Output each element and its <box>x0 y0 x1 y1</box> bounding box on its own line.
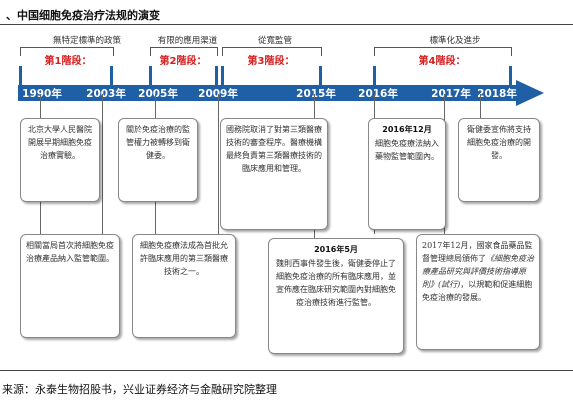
phase-4-description: 標準化及進步 <box>429 36 481 46</box>
event-box-2015: 國務院取消了對第三類醫療技術的審查程序。醫療機構最終負責第三類醫療技術的臨床應用… <box>220 118 328 230</box>
phase-2-description: 有限的應用渠道 <box>157 36 218 46</box>
phase-3-end-tick <box>319 66 322 90</box>
phase-1-label: 第1階段： <box>41 52 95 67</box>
figure-title: 、中国细胞免疫治疗法规的演变 <box>6 9 160 22</box>
event-text-2016-may: 魏則西事件發生後，衛健委停止了細胞免疫治療的所有臨床應用，並宣佈應在臨床研究範圍… <box>276 259 396 307</box>
year-2005: 2005年 <box>138 88 178 100</box>
event-box-2009: 細胞免疫療法成為首批允許臨床應用的第三類醫療技術之一。 <box>132 234 236 338</box>
year-2015: 2015年 <box>296 88 336 100</box>
year-2017: 2017年 <box>431 88 471 100</box>
phase-3-start-tick <box>221 66 224 90</box>
bottom-rule <box>0 370 573 371</box>
event-date-2016-dec: 2016年12月 <box>382 125 432 134</box>
event-box-2005: 關於免疫治療的監管權力被轉移到衛健委。 <box>118 118 198 202</box>
phase-1-start-tick <box>19 66 22 90</box>
phase-2-start-tick <box>149 66 152 90</box>
event-box-2016-dec: 2016年12月 細胞免疫療法納入藥物監管範圍內。 <box>368 118 446 230</box>
phase-1-end-tick <box>110 66 113 90</box>
event-text-2018: 衛健委宣佈將支持細胞免疫治療的開發。 <box>467 125 531 160</box>
phase-4-label: 第4階段： <box>415 52 469 67</box>
connector-2009 <box>218 94 219 234</box>
top-rule <box>0 24 573 25</box>
phase-1-description: 無特定標準的政策 <box>52 36 121 46</box>
year-1990: 1990年 <box>22 88 62 100</box>
phase-4-bracket <box>374 47 512 56</box>
source-note: 来源：永泰生物招股书，兴业证券经济与金融研究院整理 <box>2 383 277 396</box>
phase-2-label: 第2階段： <box>156 52 210 67</box>
phase-3-description: 從寬監管 <box>257 36 292 46</box>
phase-1-bracket <box>20 47 114 56</box>
event-text-2003: 相關當局首次將細胞免疫治療產品納入監管範圍。 <box>26 241 114 263</box>
phase-4-end-tick <box>509 66 512 90</box>
event-text-1990: 北京大學人民醫院開展早期細胞免疫治療實驗。 <box>28 125 92 160</box>
year-2003: 2003年 <box>86 88 126 100</box>
phase-4-start-tick <box>373 66 376 90</box>
event-text-2017-intro: 2017年12月，國家食品藥品監督管理總局頒佈了 <box>422 241 533 263</box>
event-text-2017-guideline: 《細胞免疫治療產品研究與評價技術指導原則》 <box>422 254 534 289</box>
event-box-2003: 相關當局首次將細胞免疫治療產品納入監管範圍。 <box>20 234 120 338</box>
event-box-2018: 衛健委宣佈將支持細胞免疫治療的開發。 <box>458 118 540 202</box>
event-text-2016-dec: 細胞免疫療法納入藥物監管範圍內。 <box>375 139 439 161</box>
event-text-2017-purpose: ，以規範和促進細胞免疫治療的發展。 <box>422 280 533 302</box>
timeline-arrow <box>18 80 544 106</box>
year-2016: 2016年 <box>358 88 398 100</box>
event-box-2017: 2017年12月，國家食品藥品監督管理總局頒佈了《細胞免疫治療產品研究與評價技術… <box>416 234 540 350</box>
connector-2018 <box>480 94 481 124</box>
event-text-2009: 細胞免疫療法成為首批允許臨床應用的第三類醫療技術之一。 <box>140 241 228 276</box>
connector-2003 <box>102 94 103 234</box>
event-box-1990: 北京大學人民醫院開展早期細胞免疫治療實驗。 <box>20 118 100 202</box>
phase-2-bracket <box>150 47 218 56</box>
phase-3-bracket <box>222 47 322 56</box>
event-date-2016-may: 2016年5月 <box>314 245 358 254</box>
phase-2-end-tick <box>215 66 218 90</box>
event-box-2016-may: 2016年5月 魏則西事件發生後，衛健委停止了細胞免疫治療的所有臨床應用，並宣佈… <box>268 238 404 354</box>
year-2018: 2018年 <box>477 88 517 100</box>
event-text-2005: 關於免疫治療的監管權力被轉移到衛健委。 <box>126 125 190 160</box>
event-text-2017-trial: (試行) <box>438 280 461 289</box>
phase-3-label: 第3階段： <box>244 52 298 67</box>
event-text-2015: 國務院取消了對第三類醫療技術的審查程序。醫療機構最終負責第三類醫療技術的臨床應用… <box>226 125 322 173</box>
